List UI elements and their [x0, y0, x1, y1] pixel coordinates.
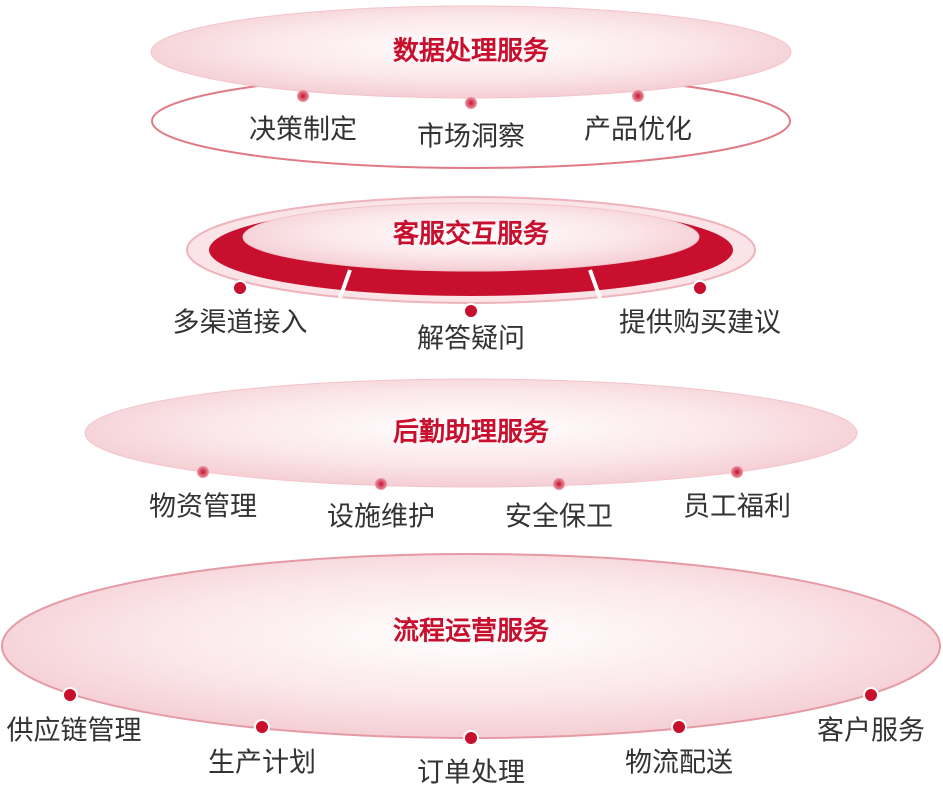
layer2-top-disc [242, 202, 700, 272]
layer3-disc [84, 378, 858, 488]
layer2-dot-2 [463, 303, 479, 319]
layer1-dot-3 [632, 90, 644, 102]
layer3-dot-3 [553, 478, 565, 490]
layer3-dot-1 [197, 466, 209, 478]
layer2-item-1: 多渠道接入 [173, 308, 308, 339]
layer4-dot-1 [62, 687, 78, 703]
layer4-dot-2 [254, 719, 270, 735]
layer4-dot-3 [463, 730, 479, 746]
layer1-dot-2 [465, 97, 477, 109]
layer2-item-2: 解答疑问 [417, 324, 525, 355]
layer-logistics-assistant: 后勤助理服务 物资管理 设施维护 安全保卫 员工福利 [84, 378, 858, 533]
layer3-item-3: 安全保卫 [505, 502, 613, 533]
layer4-dot-4 [671, 719, 687, 735]
layer3-dot-4 [731, 466, 743, 478]
layer4-title: 流程运营服务 [393, 617, 549, 647]
layer-customer-service: 客服交互服务 多渠道接入 解答疑问 提供购买建议 [173, 196, 781, 355]
layer2-item-3: 提供购买建议 [619, 308, 781, 339]
layer4-dot-5 [863, 687, 879, 703]
layer2-title: 客服交互服务 [393, 219, 549, 250]
layer4-item-3: 订单处理 [417, 758, 525, 789]
layer-process-operations: 流程运营服务 供应链管理 生产计划 订单处理 物流配送 客户服务 [1, 553, 941, 789]
layer4-item-1: 供应链管理 [7, 716, 142, 747]
layer2-dot-3 [692, 280, 708, 296]
layer3-title: 后勤助理服务 [393, 418, 549, 448]
layer1-title: 数据处理服务 [393, 37, 549, 67]
layer2-band-gap-2 [588, 269, 602, 299]
layer-data-processing: 数据处理服务 决策制定 市场洞察 产品优化 [150, 5, 792, 169]
layer3-item-1: 物资管理 [149, 492, 257, 523]
layer4-item-5: 客户服务 [817, 716, 925, 747]
layer1-item-2: 市场洞察 [417, 122, 525, 153]
layer4-item-2: 生产计划 [208, 748, 316, 779]
layer4-item-4: 物流配送 [625, 748, 733, 779]
layer1-item-3: 产品优化 [584, 115, 692, 146]
layer2-band-gap-1 [338, 269, 352, 299]
layer3-item-4: 员工福利 [683, 492, 791, 523]
layer3-item-2: 设施维护 [327, 502, 435, 533]
layer2-dot-1 [232, 280, 248, 296]
layer1-item-1: 决策制定 [249, 115, 357, 146]
layer1-dot-1 [297, 90, 309, 102]
layer3-dot-2 [375, 478, 387, 490]
